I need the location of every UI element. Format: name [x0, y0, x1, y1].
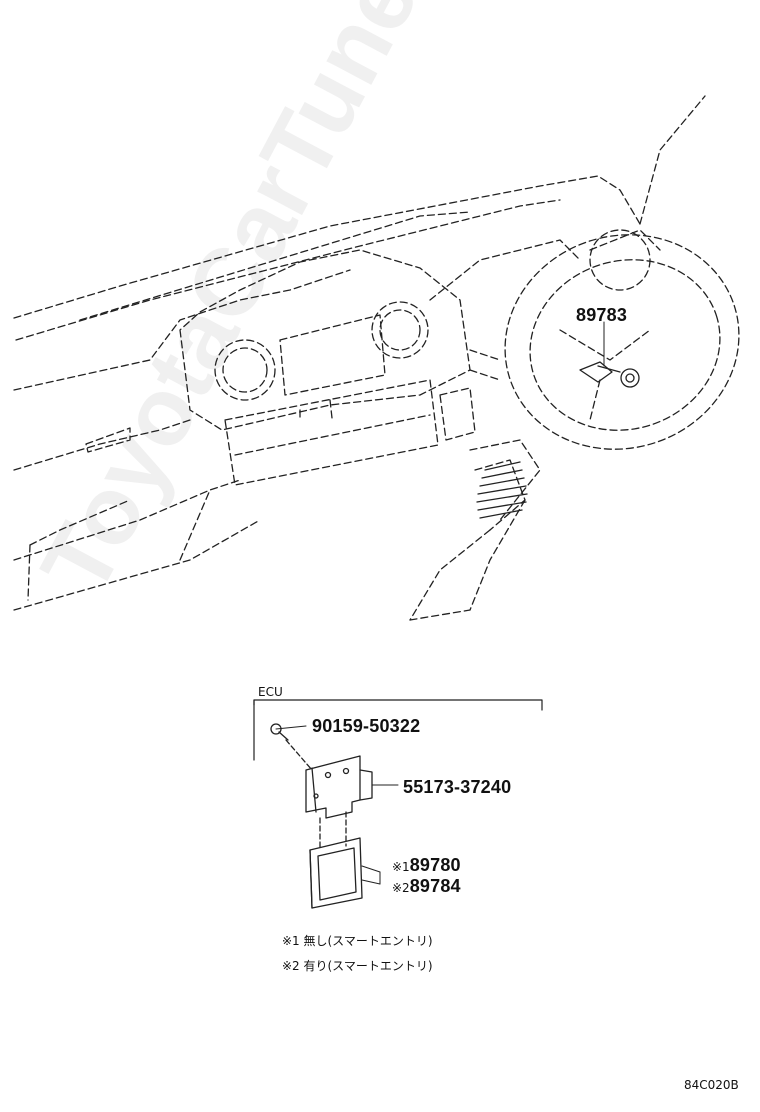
footnote-2: ※2 有り(スマートエントリ) — [282, 959, 433, 973]
ecu-box-part — [309, 837, 381, 909]
note-mark-2: ※2 — [392, 881, 410, 895]
footnote-1: ※1 無し(スマートエントリ) — [282, 934, 433, 948]
ecu-section-label: ECU — [258, 685, 283, 699]
callout-ecu-2: ※289784 — [392, 877, 461, 895]
column-boot — [476, 461, 528, 519]
ecu-section-bracket — [253, 699, 543, 711]
diagram-code: 84C020B — [684, 1078, 739, 1092]
note-mark-1: ※1 — [392, 860, 410, 874]
ecu-part-89784: 89784 — [409, 876, 461, 896]
bolt-part — [270, 723, 313, 771]
dashboard-outline — [13, 95, 740, 621]
callout-bolt: 90159-50322 — [312, 716, 421, 736]
bracket-part — [305, 755, 399, 851]
key-switch-part — [579, 321, 640, 388]
ecu-part-89780: 89780 — [409, 855, 461, 875]
callout-switch-89783: 89783 — [576, 305, 628, 325]
callout-bracket: 55173-37240 — [403, 777, 512, 797]
callout-ecu-1: ※189780 — [392, 856, 461, 874]
